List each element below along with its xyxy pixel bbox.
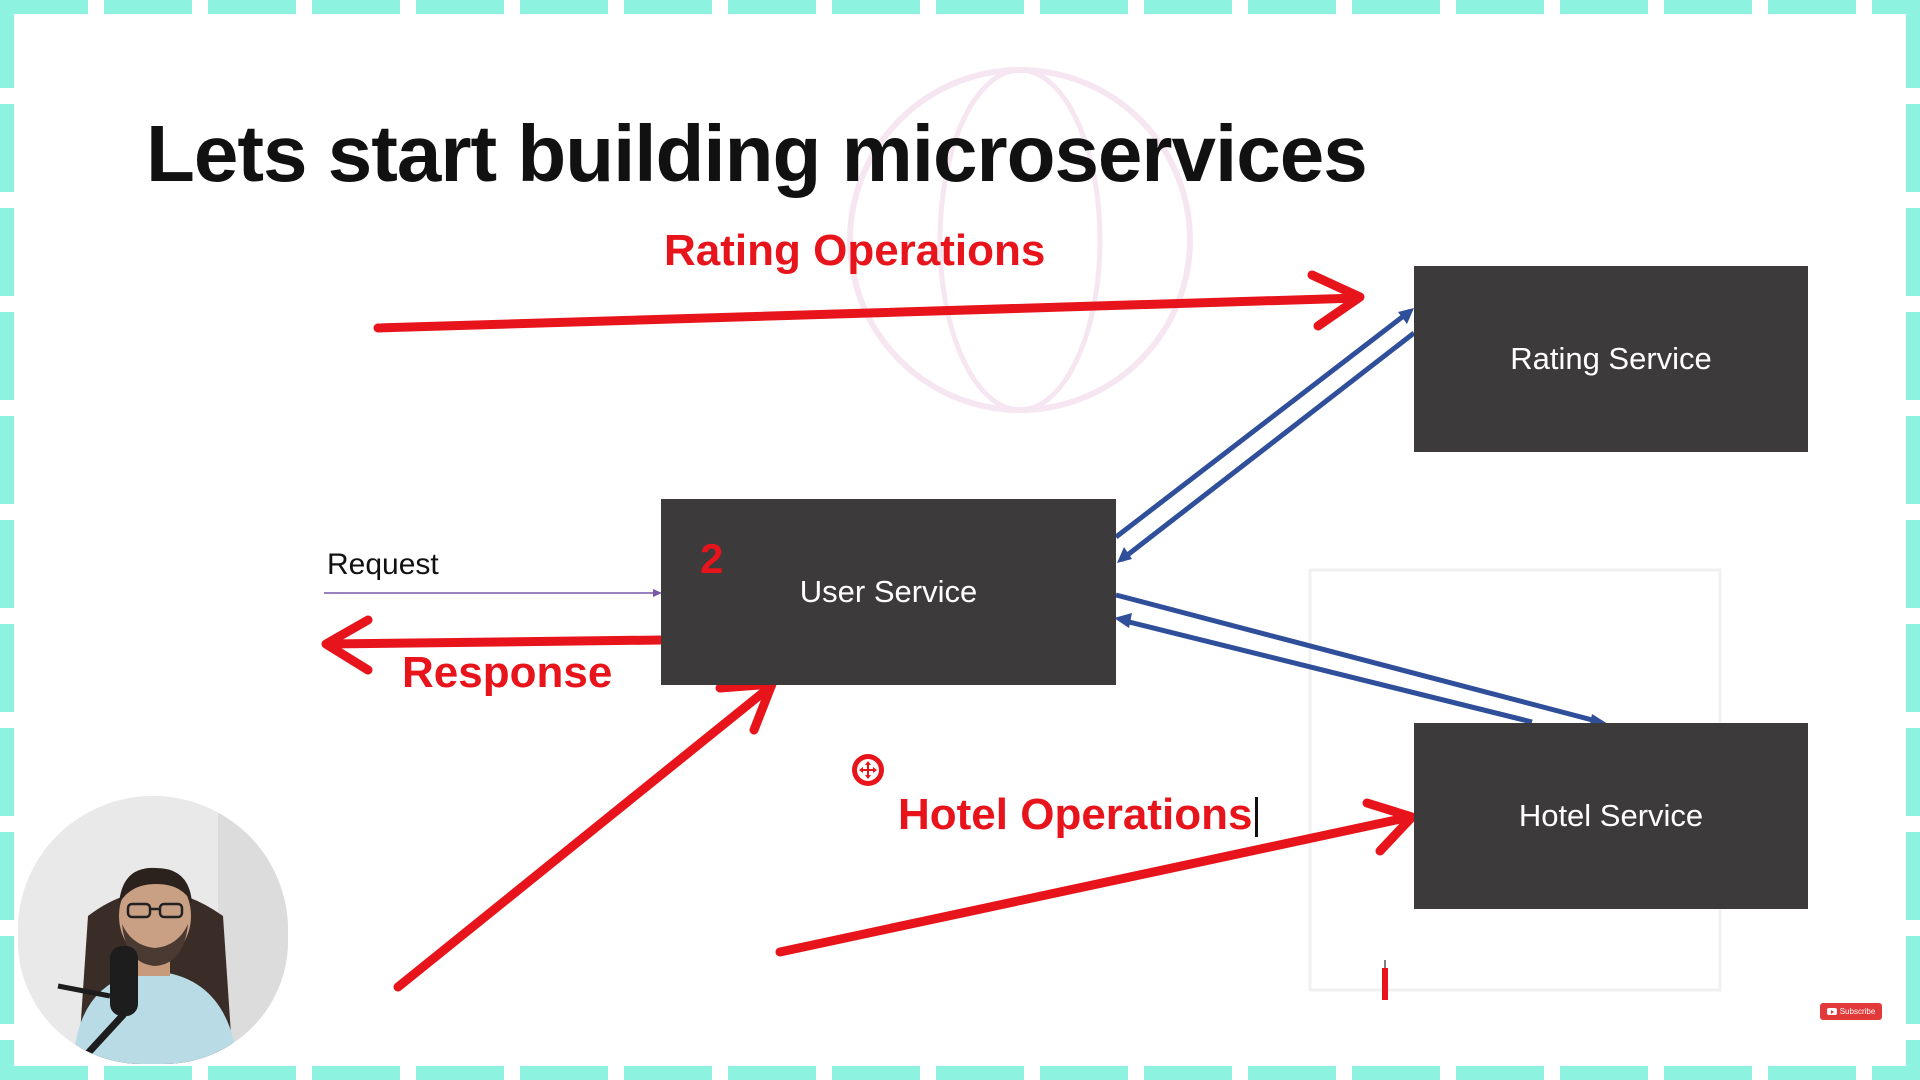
rating-service-box[interactable]: Rating Service [1414,266,1808,452]
rating-operations-label: Rating Operations [664,226,1046,275]
user-service-box[interactable]: User Service [661,499,1116,685]
request-label: Request [327,548,439,581]
user-service-label: User Service [799,574,978,609]
text-cursor [1254,797,1258,838]
step-number: 2 [700,535,724,582]
presenter-webcam [18,796,288,1064]
user-hotel-connectors [1114,592,1608,729]
hotel-operations-text: Hotel Operations [898,790,1253,839]
response-label: Response [402,648,613,697]
pen-marker-icon [1382,960,1388,1000]
client-to-user-arrow [393,679,777,992]
move-handle-icon[interactable] [850,752,886,788]
hotel-service-label: Hotel Service [1518,798,1704,833]
subscribe-text: Subscribe [1839,1007,1876,1016]
user-rating-connectors [1114,308,1416,563]
hotel-operations-arrow [775,798,1417,957]
youtube-play-icon [1826,1008,1837,1015]
hotel-service-box[interactable]: Hotel Service [1414,723,1808,909]
subscribe-button[interactable]: Subscribe [1820,1003,1882,1020]
presenter-figure [18,796,288,1064]
response-arrow [321,615,667,675]
rating-service-label: Rating Service [1510,341,1712,376]
hotel-operations-label[interactable]: Hotel Operations [898,790,1258,840]
slide-title: Lets start building microservices [146,109,1368,198]
rating-operations-arrow [373,270,1365,333]
request-arrow [324,589,662,597]
